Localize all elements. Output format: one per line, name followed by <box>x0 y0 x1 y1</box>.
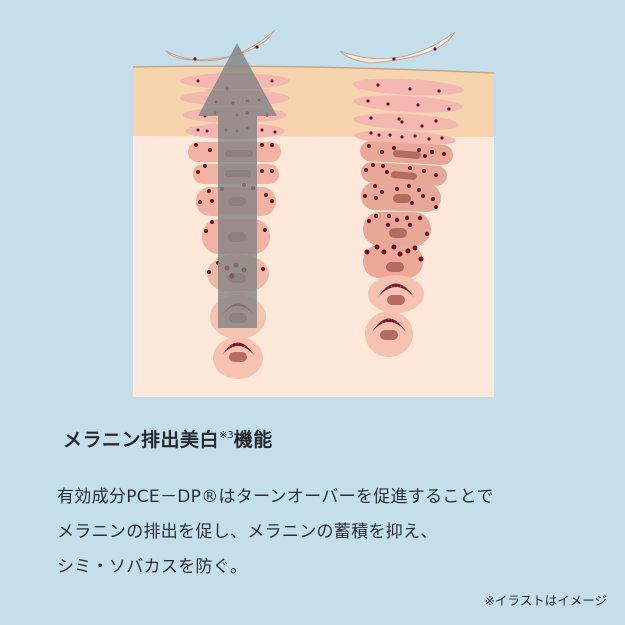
illustration-note: ※イラストはイメージ <box>484 593 607 608</box>
skin-illustration <box>132 29 495 397</box>
description-line: メラニンの排出を促し、メラニンの蓄積を抑え、 <box>57 522 438 542</box>
flake-left <box>165 29 276 62</box>
section-heading: メラニン排出美白※3機能 <box>63 425 273 452</box>
description-line: シミ・ソバカスを防ぐ。 <box>57 557 248 577</box>
description: 有効成分PCE－DP®はターンオーバーを促進することで メラニンの排出を促し、メ… <box>57 480 494 585</box>
description-line: 有効成分PCE－DP®はターンオーバーを促進することで <box>57 487 494 507</box>
heading-suffix: 機能 <box>233 429 273 451</box>
skin-cross-section <box>132 29 495 397</box>
flake-right <box>339 31 456 64</box>
up-arrow-icon <box>198 43 277 328</box>
heading-main: メラニン排出美白 <box>63 429 220 451</box>
footnote-mark: ※3 <box>219 430 234 441</box>
right-cells <box>352 78 464 357</box>
